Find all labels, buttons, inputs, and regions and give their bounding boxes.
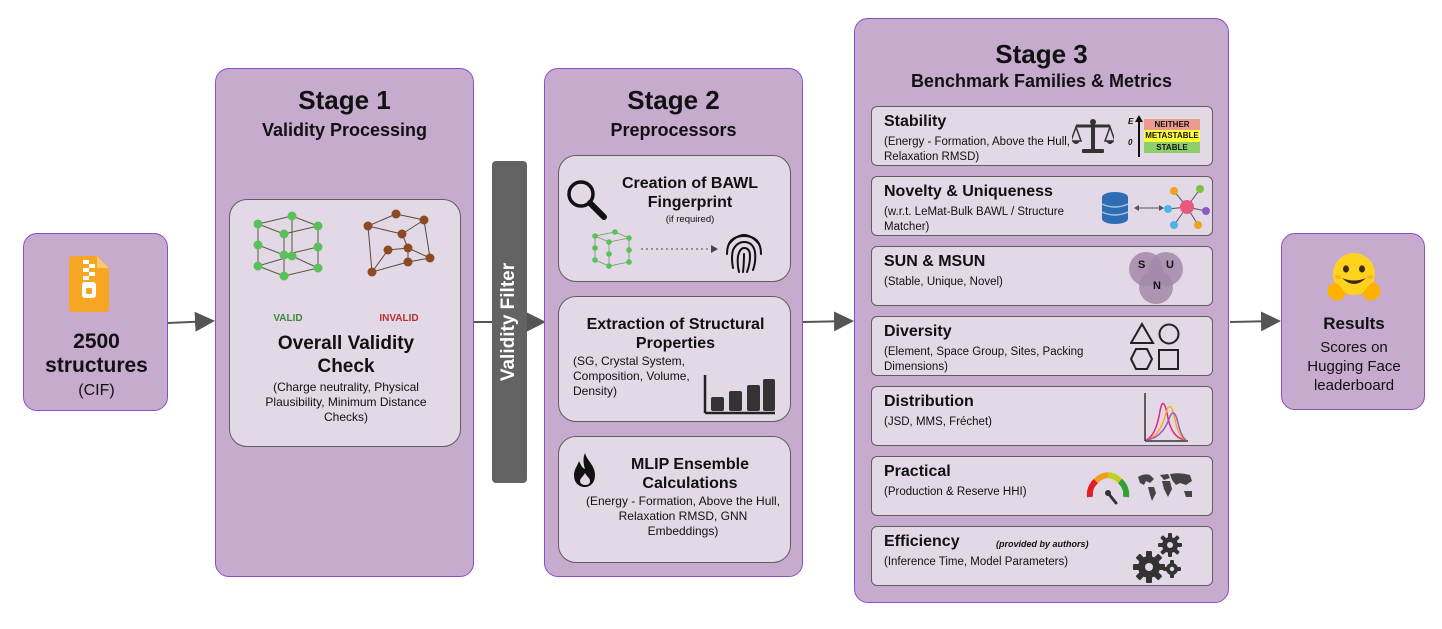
magnifier-icon — [567, 180, 607, 220]
validity-filter-label: Validity Filter — [498, 262, 519, 382]
input-label: structures — [45, 354, 148, 377]
distribution-curves-icon — [1144, 393, 1188, 442]
metric-desc: (JSD, MMS, Fréchet) — [884, 416, 992, 428]
metric-efficiency: Efficiency (provided by authors) (Infere… — [871, 526, 1213, 586]
bawl-card: Creation of BAWL Fingerprint (if require… — [558, 155, 791, 282]
zip-file-icon — [69, 256, 109, 312]
hugging-face-icon — [1327, 253, 1381, 301]
venn-n: N — [1153, 280, 1161, 292]
metric-desc: (Inference Time, Model Parameters) — [884, 556, 1069, 568]
validity-check-title: Overall Validity Check — [277, 333, 415, 377]
metric-stability: Stability (Energy - Formation, Above the… — [871, 106, 1213, 166]
double-arrow — [1134, 205, 1164, 211]
stage1-subtitle: Validity Processing — [261, 120, 428, 140]
metric-desc: (Stable, Unique, Novel) — [884, 276, 1003, 288]
invalid-label: INVALID — [379, 313, 419, 324]
results-title: Results — [1323, 314, 1385, 333]
stage1-title: Stage 1 — [298, 85, 391, 115]
stage3-panel: Stage 3 Benchmark Families & Metrics Sta… — [854, 18, 1229, 603]
dotted-arrow — [641, 245, 718, 253]
mlip-title: MLIP Ensemble Calculations — [631, 456, 749, 492]
valid-label: VALID — [273, 313, 303, 324]
stability-axis-zero: 0 — [1128, 138, 1133, 147]
mlip-desc: (Energy - Formation, Above the Hull, Rel… — [585, 494, 781, 538]
venn-s: S — [1138, 259, 1146, 271]
invalid-crystal-icon — [363, 209, 435, 277]
bar-chart-icon — [703, 375, 775, 415]
balance-scale-icon — [1072, 119, 1114, 153]
mlip-card: MLIP Ensemble Calculations (Energy - For… — [558, 436, 791, 563]
structural-title: Extraction of Structural Properties — [586, 316, 765, 352]
validity-filter-bar: Validity Filter — [492, 161, 527, 483]
metric-diversity: Diversity (Element, Space Group, Sites, … — [871, 316, 1213, 376]
stage2-subtitle: Preprocessors — [610, 120, 737, 140]
bawl-note: (if required) — [665, 214, 715, 225]
metric-desc: (w.r.t. LeMat-Bulk BAWL / Structure Matc… — [884, 206, 1065, 233]
validity-check-desc: (Charge neutrality, Physical Plausibilit… — [265, 380, 427, 424]
metric-practical: Practical (Production & Reserve HHI) — [871, 456, 1213, 516]
efficiency-note: (provided by authors) — [996, 539, 1089, 549]
metric-title: Novelty & Uniqueness — [884, 183, 1053, 200]
metric-title: Practical — [884, 463, 951, 480]
shapes-icon — [1130, 322, 1180, 370]
stage2-panel: Stage 2 Preprocessors Creation of BAWL F… — [544, 68, 803, 577]
small-crystal-icon — [592, 229, 632, 269]
bawl-title: Creation of BAWL Fingerprint — [622, 175, 758, 211]
world-map-icon — [1138, 473, 1192, 501]
venn-u: U — [1166, 259, 1174, 271]
gears-icon — [1133, 533, 1182, 583]
metric-title: Efficiency — [884, 533, 960, 550]
metric-desc: (Element, Space Group, Sites, Packing Di… — [884, 346, 1084, 373]
valid-crystal-icon — [253, 211, 323, 281]
stability-axis-e: E — [1128, 117, 1134, 126]
validity-check-card: VALID INVALID Overall Validity Check (Ch… — [229, 199, 461, 447]
metric-distribution: Distribution (JSD, MMS, Fréchet) — [871, 386, 1213, 446]
arrow-stage2-stage3 — [802, 311, 854, 332]
metric-novelty: Novelty & Uniqueness (w.r.t. LeMat-Bulk … — [871, 176, 1213, 236]
metric-desc: (Production & Reserve HHI) — [884, 486, 1027, 498]
fire-icon — [574, 453, 595, 487]
venn-diagram-icon — [1129, 252, 1183, 304]
energy-arrow — [1135, 115, 1143, 157]
input-format: (CIF) — [78, 382, 115, 399]
metric-title: SUN & MSUN — [884, 253, 986, 270]
input-count: 2500 — [73, 330, 120, 353]
stage1-panel: Stage 1 Validity Processing — [215, 68, 474, 577]
metric-desc: (Energy - Formation, Above the Hull, Rel… — [884, 136, 1070, 163]
stage3-subtitle: Benchmark Families & Metrics — [910, 71, 1173, 91]
results-box: Results Scores on Hugging Face leaderboa… — [1281, 233, 1425, 410]
band-neither: NEITHER — [1144, 119, 1200, 130]
arrow-input-stage1 — [167, 311, 215, 332]
gauge-icon — [1086, 472, 1130, 505]
arrow-stage3-results — [1229, 311, 1281, 332]
database-icon — [1101, 192, 1129, 224]
metric-title: Diversity — [884, 323, 952, 340]
network-graph-icon — [1164, 185, 1210, 229]
metric-title: Stability — [884, 113, 947, 130]
band-metastable: METASTABLE — [1144, 130, 1200, 142]
fingerprint-icon — [726, 234, 762, 273]
metric-title: Distribution — [884, 393, 974, 410]
stage3-title: Stage 3 — [995, 39, 1088, 69]
band-stable: STABLE — [1144, 142, 1200, 153]
results-desc: Scores on Hugging Face leaderboard — [1307, 339, 1401, 394]
structural-desc: (SG, Crystal System, Composition, Volume… — [573, 354, 690, 398]
structural-properties-card: Extraction of Structural Properties (SG,… — [558, 296, 791, 422]
input-box: 2500 structures (CIF) — [23, 233, 168, 411]
stage2-title: Stage 2 — [627, 85, 720, 115]
metric-sun: SUN & MSUN (Stable, Unique, Novel) S U N — [871, 246, 1213, 306]
